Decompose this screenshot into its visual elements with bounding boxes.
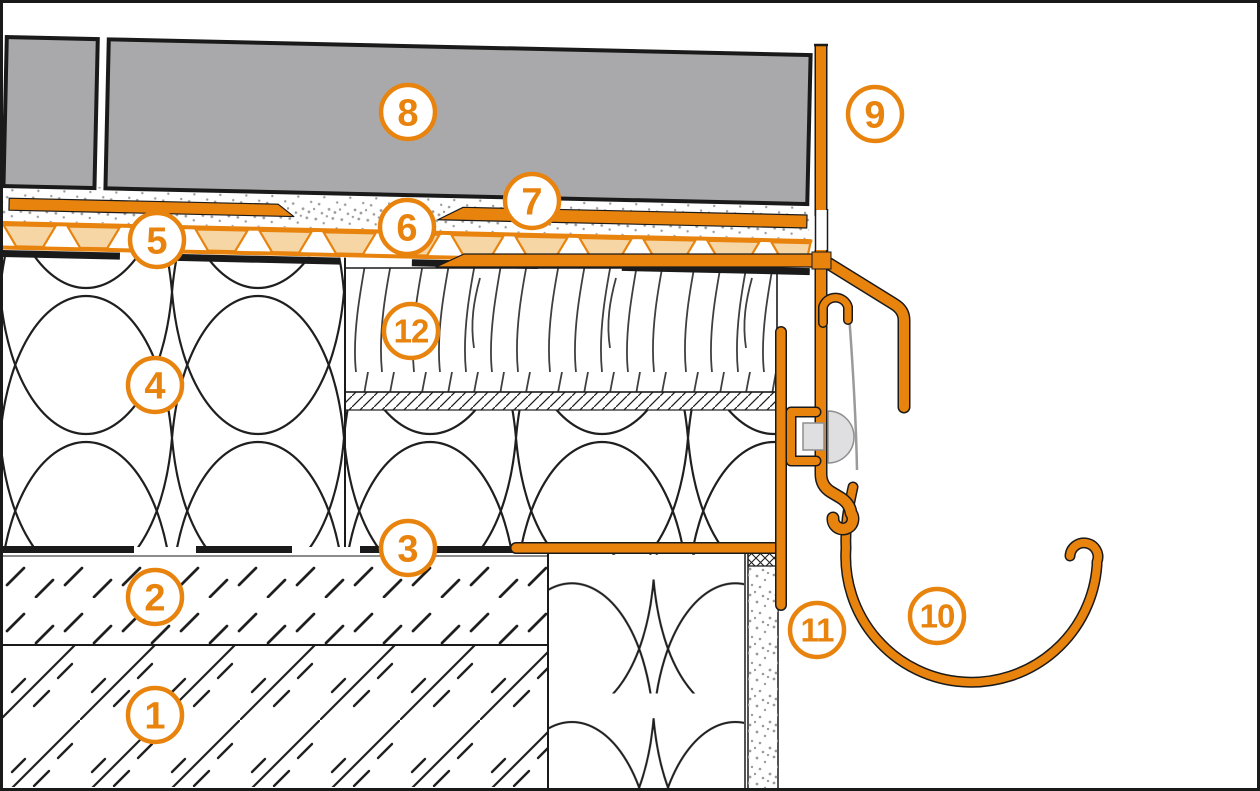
eaves-bar	[435, 253, 830, 268]
callout-12-label: 12	[394, 313, 429, 350]
callout-9-label: 9	[864, 94, 885, 136]
callout-marker-10: 10	[907, 586, 967, 646]
floor-assembly	[2, 553, 549, 788]
gutter-strap-line	[847, 313, 859, 471]
facade-profile-window-edges	[814, 209, 829, 252]
callout-2-label: 2	[144, 577, 165, 619]
wall-insulation	[549, 554, 744, 788]
callout-4-label: 4	[144, 365, 165, 407]
callout-8-label: 8	[397, 92, 418, 134]
sarking-membrane-dash-line	[1, 250, 812, 276]
callout-marker-7: 7	[502, 171, 562, 231]
roof-covering-left-panel	[1, 35, 100, 191]
callout-6-label: 6	[396, 207, 417, 249]
callout-marker-3: 3	[378, 518, 438, 578]
facade-profile	[811, 45, 832, 270]
callout-10-label: 10	[920, 598, 955, 635]
roof-covering-panel	[103, 37, 813, 207]
callout-markers: 1 2 3 4 5 6 7 8	[125, 82, 967, 745]
callout-marker-1: 1	[125, 685, 185, 745]
facade-profile-window	[816, 210, 827, 252]
wall-assembly	[549, 551, 779, 788]
callout-marker-4: 4	[125, 355, 185, 415]
wall-crosshatch-strip	[748, 551, 778, 566]
callout-marker-6: 6	[377, 197, 437, 257]
callout-11-label: 11	[801, 612, 835, 649]
callout-5-label: 5	[146, 220, 167, 262]
callout-3-label: 3	[397, 528, 418, 570]
callout-marker-5: 5	[127, 210, 187, 270]
roof-core	[2, 256, 778, 547]
callout-marker-12: 12	[381, 301, 441, 361]
eaves-corner-junction	[811, 251, 832, 270]
callout-marker-8: 8	[378, 82, 438, 142]
wall-render-stipple	[748, 567, 778, 788]
callout-marker-9: 9	[845, 84, 905, 144]
concrete-slab-layer	[2, 645, 548, 787]
callout-marker-11: 11	[787, 600, 847, 660]
callout-7-label: 7	[521, 181, 542, 223]
gutter-assembly	[791, 260, 1098, 682]
callout-1-label: 1	[144, 695, 165, 737]
timber-hatch-strip	[345, 392, 777, 410]
batten-left	[8, 197, 295, 218]
bolt-nut	[802, 422, 825, 451]
callout-marker-2: 2	[125, 567, 185, 627]
bolt-head	[827, 410, 855, 464]
screed-layer	[2, 556, 548, 645]
